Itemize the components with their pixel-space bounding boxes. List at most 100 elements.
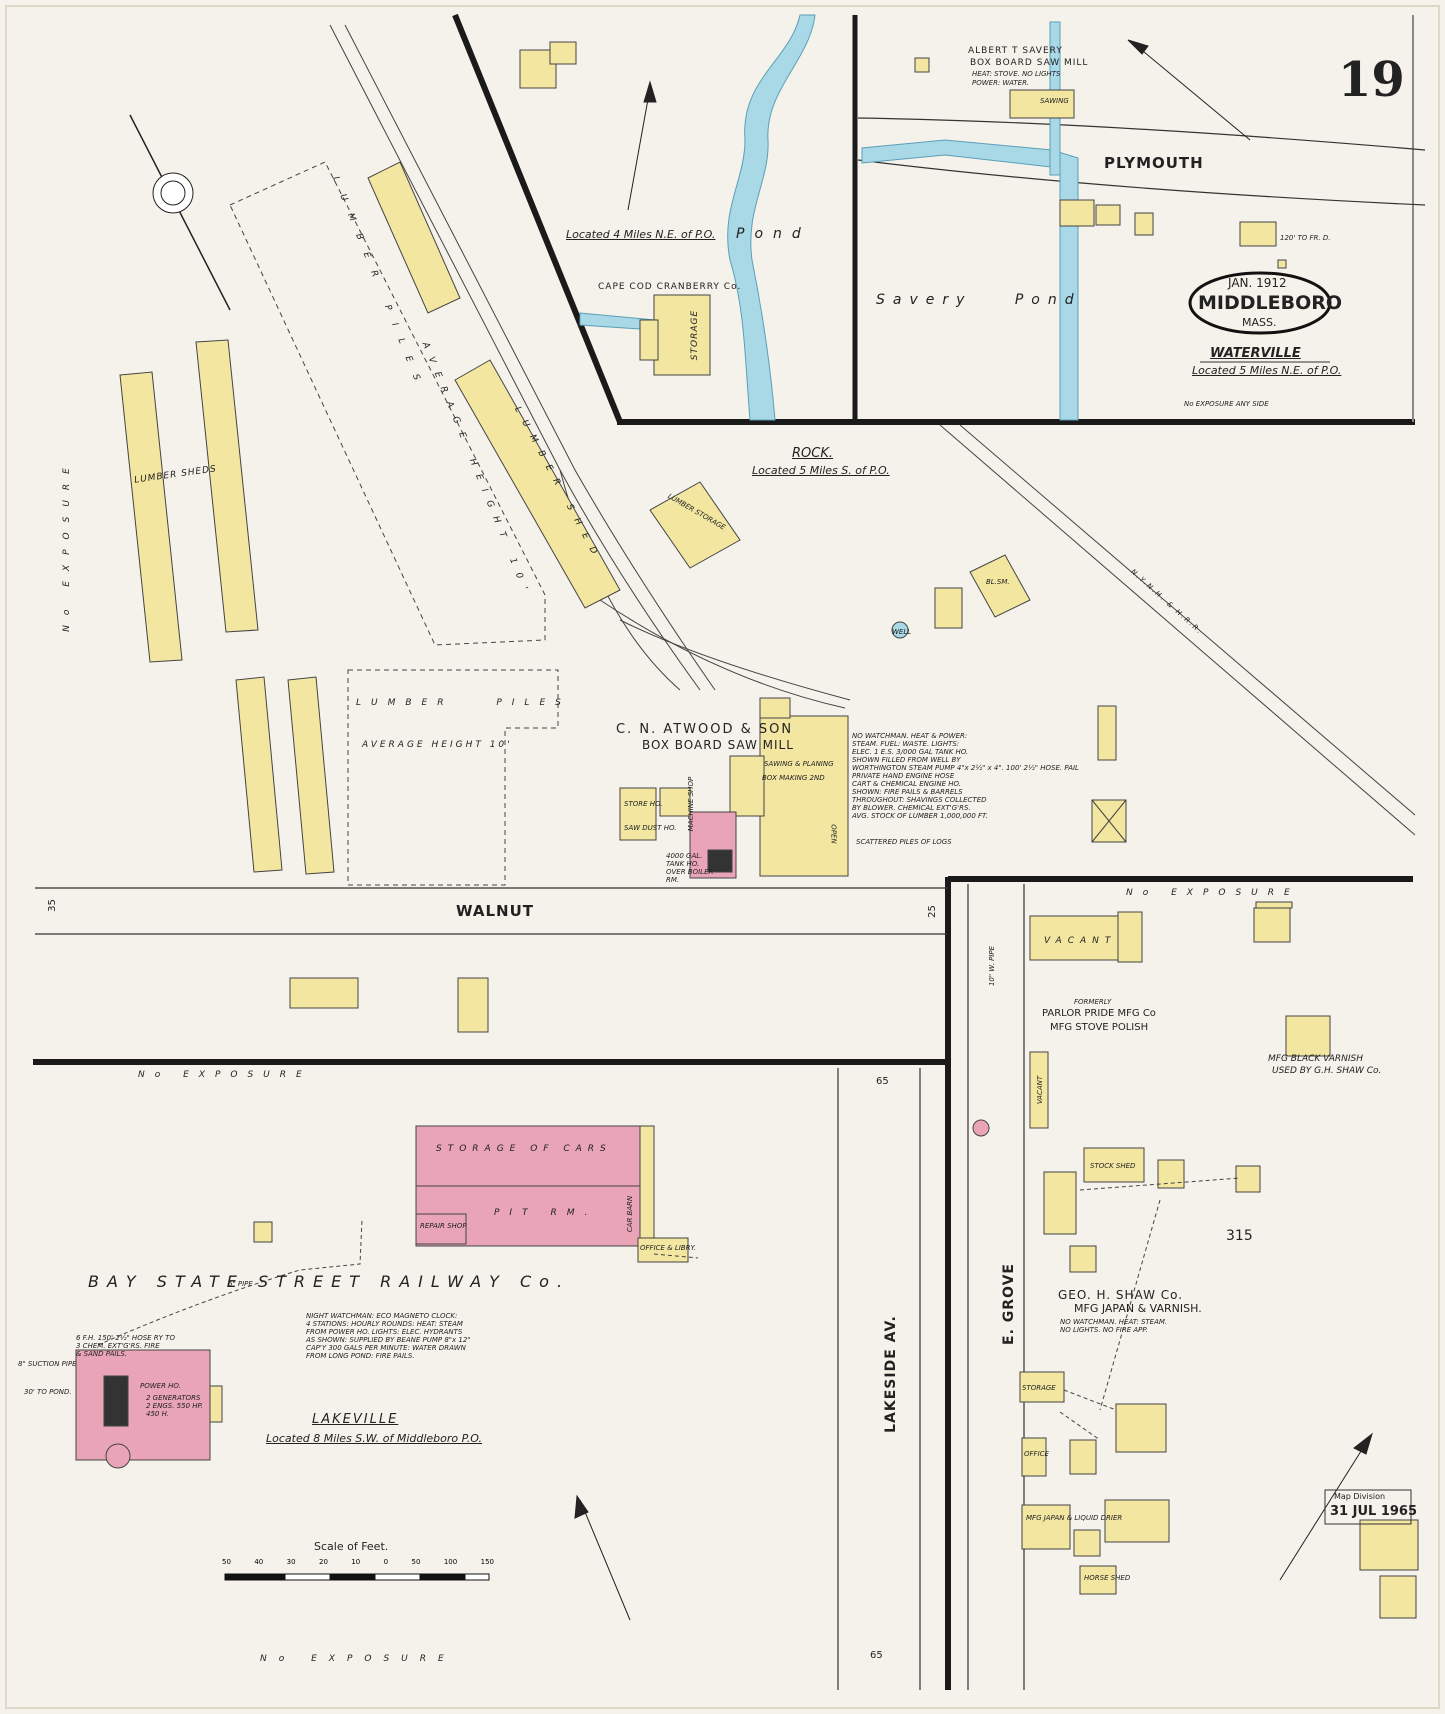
map-state: MASS. [1242, 316, 1277, 329]
scale-tick: 0 [383, 1558, 389, 1566]
savery-pond-label: Savery Pond [876, 292, 1082, 308]
scale-ticks: 50 40 30 20 10 0 50 100 150 [222, 1558, 494, 1566]
walnut-number-left: 35 [46, 899, 58, 912]
generators: 2 GENERATORS 2 ENGS. 550 HP. 450 H. [146, 1394, 203, 1418]
vacant-2: VACANT [1036, 1075, 1045, 1105]
shaw-pipes [1059, 1177, 1241, 1441]
plymouth-street-label: PLYMOUTH [1104, 154, 1204, 172]
parlor-pride: PARLOR PRIDE MFG Co [1042, 1008, 1156, 1019]
well-label: WELL [892, 628, 912, 636]
e-grove-label: E. GROVE [1000, 1263, 1017, 1345]
open-label: OPEN [829, 824, 838, 844]
atwood-notes: NO WATCHMAN. HEAT & POWER: STEAM. FUEL: … [852, 732, 1079, 820]
vacant-label: VACANT [1044, 936, 1117, 946]
store-ho: STORE HO. [624, 800, 663, 808]
walnut-street [35, 887, 948, 935]
savery-pond-water [861, 139, 1079, 421]
no-exposure-top: No EXPOSURE [138, 1070, 312, 1080]
storage-label: STORAGE [690, 309, 701, 361]
scale-tick: 150 [480, 1558, 494, 1566]
office-shaw: OFFICE [1024, 1450, 1049, 1458]
well-icon [891, 621, 909, 639]
lakeside-av-label: LAKESIDE AV. [882, 1315, 899, 1433]
sheet-number: 19 [1338, 52, 1405, 108]
bl-sm-label: BL.SM. [986, 578, 1010, 586]
stamp-frame [1324, 1489, 1412, 1525]
pit-rm: PIT RM. [494, 1208, 598, 1218]
avg-height-2: AVERAGE HEIGHT 10' [362, 740, 513, 750]
no-exposure-any-side: No EXPOSURE ANY SIDE [1184, 400, 1269, 408]
car-barn [75, 1125, 655, 1469]
horse-shed: HORSE SHED [1084, 1574, 1131, 1582]
sawing-label: SAWING [1040, 97, 1069, 105]
lumber-sheds [119, 161, 1117, 875]
scale-tick: 10 [351, 1558, 361, 1566]
scale-tick: 50 [222, 1558, 231, 1566]
grove-lakeside-streets [837, 884, 1025, 1690]
box-making: BOX MAKING 2ND [762, 774, 825, 782]
power-ho: POWER HO. [140, 1382, 181, 1390]
walnut-number-right: 25 [926, 905, 938, 918]
pipe-label: 6" PIPE [228, 1280, 253, 1288]
stove-polish: MFG STOVE POLISH [1050, 1022, 1149, 1033]
pond-water [727, 14, 816, 421]
lakeville-small-buildings [253, 977, 689, 1263]
inset-borders [33, 13, 1415, 1690]
to-pond: 30' TO POND. [24, 1388, 72, 1396]
car-barn-label: CAR BARN [626, 1195, 635, 1233]
lakeside-number-bottom: 65 [870, 1650, 883, 1661]
scale-tick: 100 [443, 1558, 458, 1566]
scattered-logs: SCATTERED PILES OF LOGS [856, 838, 952, 846]
cranberry-co: CAPE COD CRANBERRY Co. [598, 282, 742, 292]
inset-buildings [519, 41, 1287, 376]
lumber-piles-2: LUMBER PILES [356, 698, 571, 708]
rock-label: ROCK. [792, 446, 833, 461]
block-number: 315 [1226, 1228, 1253, 1244]
lakeville-location: Located 8 Miles S.W. of Middleboro P.O. [266, 1432, 482, 1445]
water-pipe: 10" W. PIPE [988, 945, 997, 987]
railroad-tracks [329, 24, 1416, 836]
shaw-company: GEO. H. SHAW Co. [1058, 1288, 1184, 1302]
rock-location: Located 5 Miles S. of P.O. [752, 464, 890, 477]
machine-shop: MACHINE SHOP [687, 776, 696, 832]
to-fr-d: 120' TO FR. D. [1280, 234, 1331, 242]
scale-title: Scale of Feet. [314, 1540, 389, 1553]
hydrant-marker [972, 1119, 990, 1137]
waterville-label: WATERVILLE [1210, 346, 1301, 361]
hydrant-pipe [653, 1253, 699, 1259]
black-varnish: MFG BLACK VARNISH [1268, 1054, 1363, 1064]
scale-tick: 30 [286, 1558, 296, 1566]
scale-tick: 20 [318, 1558, 328, 1566]
storage-of-cars: STORAGE OF CARS [436, 1144, 612, 1154]
lakeville-label: LAKEVILLE [312, 1412, 399, 1427]
shaw-notes: NO WATCHMAN. HEAT: STEAM. NO LIGHTS. NO … [1060, 1318, 1168, 1334]
railway-company: BAY STATE STREET RAILWAY Co. [88, 1272, 571, 1291]
scale-tick: 40 [254, 1558, 264, 1566]
no-exposure-left: No EXPOSURE [61, 458, 72, 632]
scale-tick: 50 [411, 1558, 421, 1566]
map-date: JAN. 1912 [1228, 276, 1287, 290]
hose-note: 6 F.H. 150' 2½" HOSE RY TO 3 CHEM. EXT'G… [76, 1334, 175, 1358]
compass-rose [129, 114, 231, 311]
supply-pipe [97, 1219, 363, 1346]
shaw-buildings [1019, 901, 1419, 1619]
savery-mill-4: POWER: WATER. [972, 79, 1030, 87]
suction-pipe: 8" SUCTION PIPE [18, 1360, 77, 1368]
stock-shed: STOCK SHED [1090, 1162, 1136, 1170]
shaw-mfg: MFG JAPAN & VARNISH. [1074, 1302, 1202, 1315]
map-town: MIDDLEBORO [1198, 292, 1343, 314]
no-exposure-right: No EXPOSURE [1126, 888, 1300, 898]
no-exposure-bottom: No EXPOSURE [260, 1654, 456, 1664]
walnut-street-label: WALNUT [456, 902, 535, 920]
sawing-planing: SAWING & PLANING [764, 760, 834, 768]
atwood-mill [619, 697, 1127, 879]
stamp-line1: Map Division [1334, 1492, 1386, 1501]
tank-note: 4000 GAL. TANK HO. OVER BOILER RM. [666, 852, 714, 884]
lakeside-number-top: 65 [876, 1076, 889, 1087]
mfg-japan: MFG JAPAN & LIQUID DRIER [1026, 1514, 1123, 1522]
storage-shaw: STORAGE [1022, 1384, 1056, 1392]
office-library: OFFICE & LIBRY. [640, 1244, 697, 1252]
pond-label: Pond [736, 226, 811, 242]
saw-dust: SAW DUST HO. [624, 824, 677, 832]
